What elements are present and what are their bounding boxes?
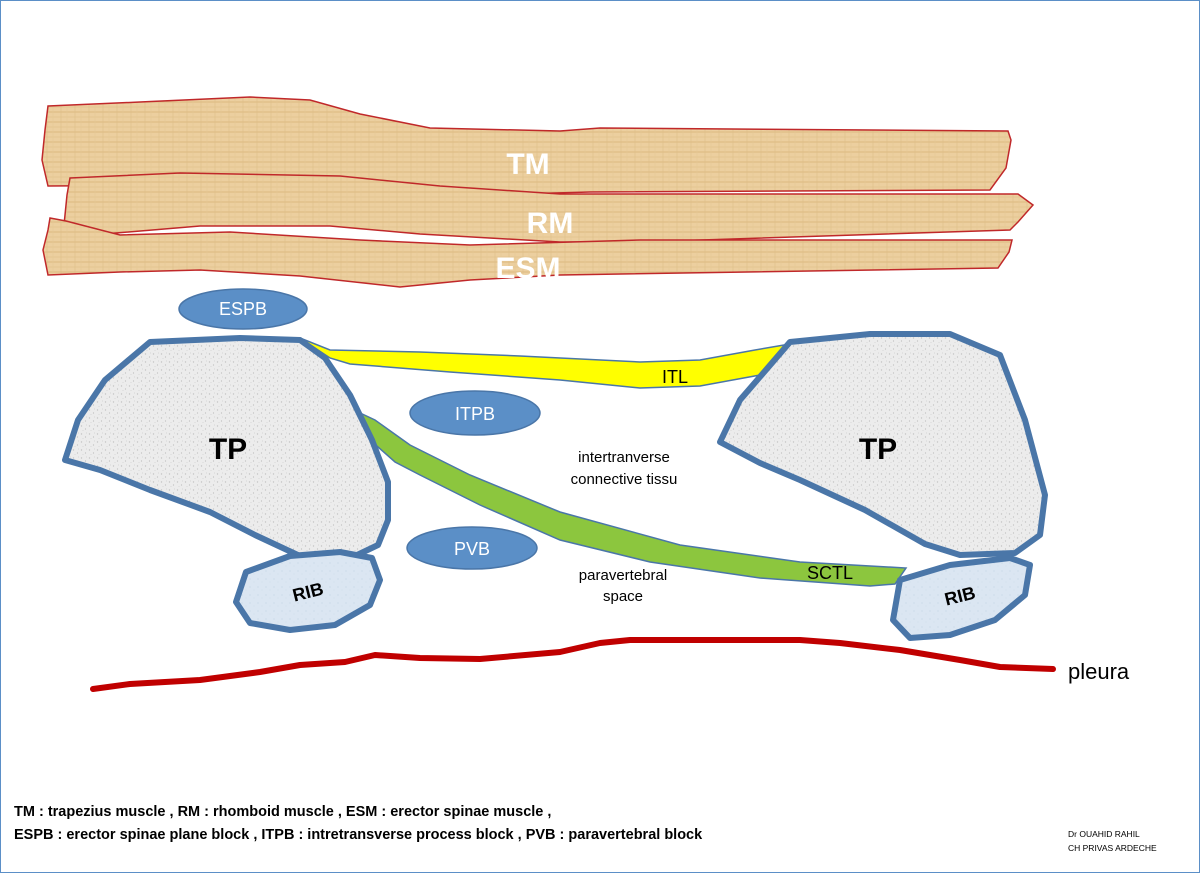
pvb-ellipse	[406, 526, 538, 570]
tm-label: TM	[506, 148, 549, 181]
itpb-label: ITPB	[455, 404, 495, 424]
itl-label: ITL	[662, 367, 688, 387]
credit-line-2: CH PRIVAS ARDECHE	[1068, 843, 1157, 853]
superior-costotransverse-ligament	[356, 410, 908, 587]
esm-label: ESM	[495, 252, 560, 285]
espb-ellipse	[178, 288, 308, 330]
rib-left	[233, 549, 383, 633]
rm-label: RM	[527, 207, 574, 240]
tp-left-label: TP	[209, 433, 247, 466]
rib-right	[890, 555, 1033, 641]
pleura-line	[90, 637, 1056, 692]
erector-spinae-muscle	[42, 217, 1013, 288]
itpb-ellipse	[409, 390, 541, 436]
paravertebral-space-line2: space	[603, 588, 643, 605]
intertransverse-ligament	[299, 337, 792, 389]
sctl-label: SCTL	[807, 563, 853, 583]
pvb-label: PVB	[454, 539, 490, 559]
espb-label: ESPB	[219, 299, 267, 319]
pleura-label: pleura	[1068, 659, 1130, 684]
paravertebral-space-line1: paravertebral	[579, 567, 667, 584]
tp-right-label: TP	[859, 433, 897, 466]
credit-line-1: Dr OUAHID RAHIL	[1068, 829, 1140, 839]
legend-line-2: ESPB : erector spinae plane block , ITPB…	[14, 827, 703, 843]
intertransverse-space-line1: intertranverse	[578, 449, 670, 466]
transverse-process-right	[717, 331, 1048, 558]
legend-line-1: TM : trapezius muscle , RM : rhomboid mu…	[14, 804, 552, 820]
intertransverse-space-line2: connective tissu	[571, 471, 678, 488]
